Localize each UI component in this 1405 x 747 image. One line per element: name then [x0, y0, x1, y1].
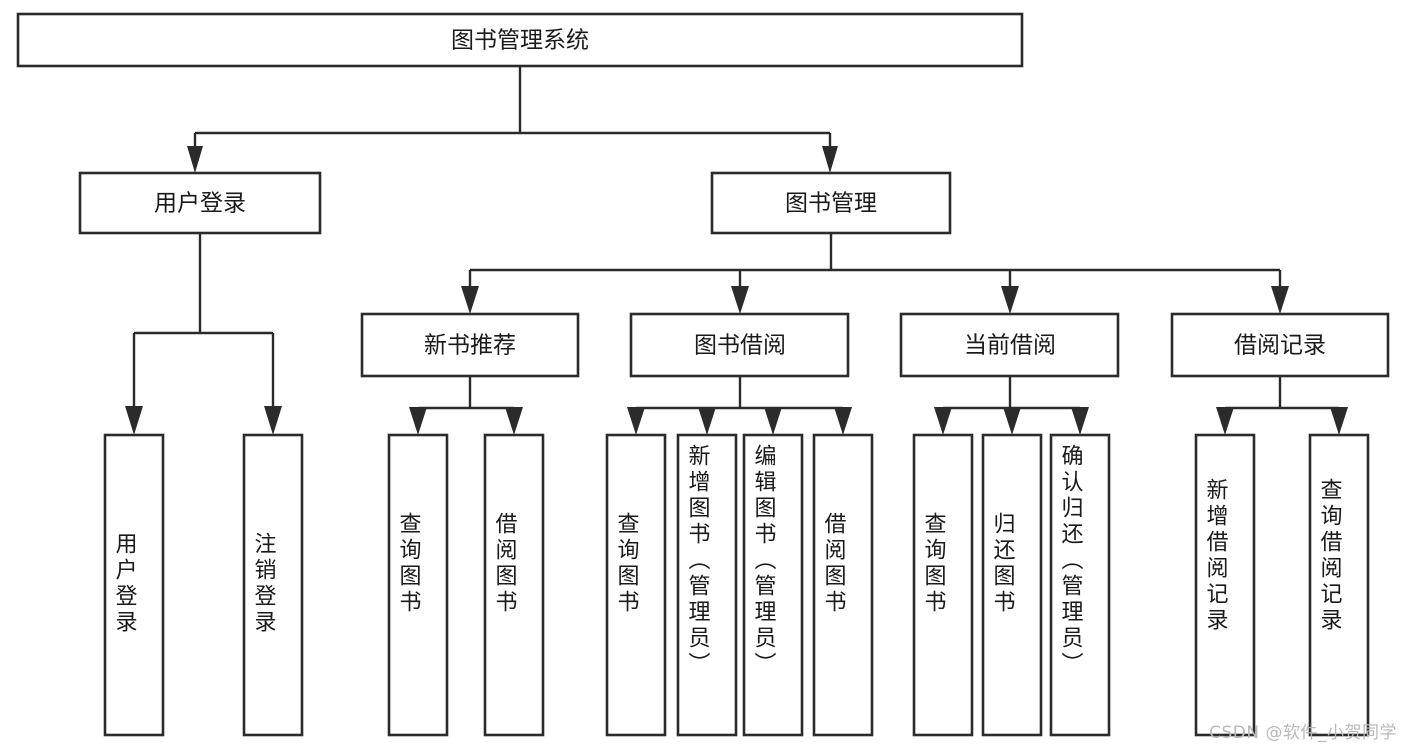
node-book-borrow[interactable]: 图书借阅 — [629, 312, 850, 378]
node-book-management[interactable]: 图书管理 — [710, 171, 952, 235]
node-book-management-label: 图书管理 — [785, 191, 877, 217]
leaf-box-return-book[interactable] — [981, 433, 1043, 737]
node-book-borrow-label: 图书借阅 — [694, 333, 786, 359]
node-user-login[interactable]: 用户登录 — [78, 171, 322, 235]
node-borrow-record-label: 借阅记录 — [1234, 333, 1326, 359]
node-user-login-label: 用户登录 — [154, 191, 246, 217]
node-book-borrow-box[interactable] — [629, 312, 850, 378]
connector-current-borrow-to-leaves — [934, 376, 1089, 435]
leaf-box-add-book-admin[interactable] — [676, 433, 738, 737]
node-current-borrow-box[interactable] — [899, 312, 1120, 378]
leaf-boxes — [103, 433, 1370, 737]
connector-new-book-recommend-to-leaves — [409, 376, 523, 435]
node-current-borrow[interactable]: 当前借阅 — [899, 312, 1120, 378]
connector-user-login-to-leaves — [125, 233, 282, 435]
leaf-box-user-login[interactable] — [103, 433, 165, 737]
node-current-borrow-label: 当前借阅 — [964, 333, 1056, 359]
leaf-box-query-borrow-record[interactable] — [1308, 433, 1370, 737]
leaf-box-add-borrow-record[interactable] — [1194, 433, 1256, 737]
node-book-management-box[interactable] — [710, 171, 952, 235]
node-new-book-recommend[interactable]: 新书推荐 — [360, 312, 580, 378]
node-borrow-record[interactable]: 借阅记录 — [1170, 312, 1390, 378]
leaf-box-query-book-borrow[interactable] — [605, 433, 667, 737]
leaf-box-borrow-book-recommend[interactable] — [483, 433, 545, 737]
node-new-book-recommend-box[interactable] — [360, 312, 580, 378]
node-user-login-box[interactable] — [78, 171, 322, 235]
connector-book-management-to-level3 — [461, 233, 1289, 314]
connector-root-to-level2 — [187, 66, 838, 173]
leaf-box-logout[interactable] — [242, 433, 304, 737]
leaf-box-confirm-return-admin[interactable] — [1049, 433, 1111, 737]
leaf-box-borrow-book[interactable] — [812, 433, 874, 737]
leaf-box-query-book-current[interactable] — [912, 433, 974, 737]
node-root-label: 图书管理系统 — [451, 28, 589, 54]
csdn-watermark: CSDN @软件_小贺同学 — [1209, 723, 1397, 743]
leaf-box-query-book-recommend[interactable] — [387, 433, 449, 737]
leaf-box-edit-book-admin[interactable] — [742, 433, 804, 737]
node-root-box[interactable] — [16, 12, 1024, 68]
node-borrow-record-box[interactable] — [1170, 312, 1390, 378]
node-new-book-recommend-label: 新书推荐 — [424, 333, 516, 359]
node-root[interactable]: 图书管理系统 — [16, 12, 1024, 68]
connector-borrow-record-to-leaves — [1216, 376, 1348, 435]
connector-book-borrow-to-leaves — [627, 376, 852, 435]
